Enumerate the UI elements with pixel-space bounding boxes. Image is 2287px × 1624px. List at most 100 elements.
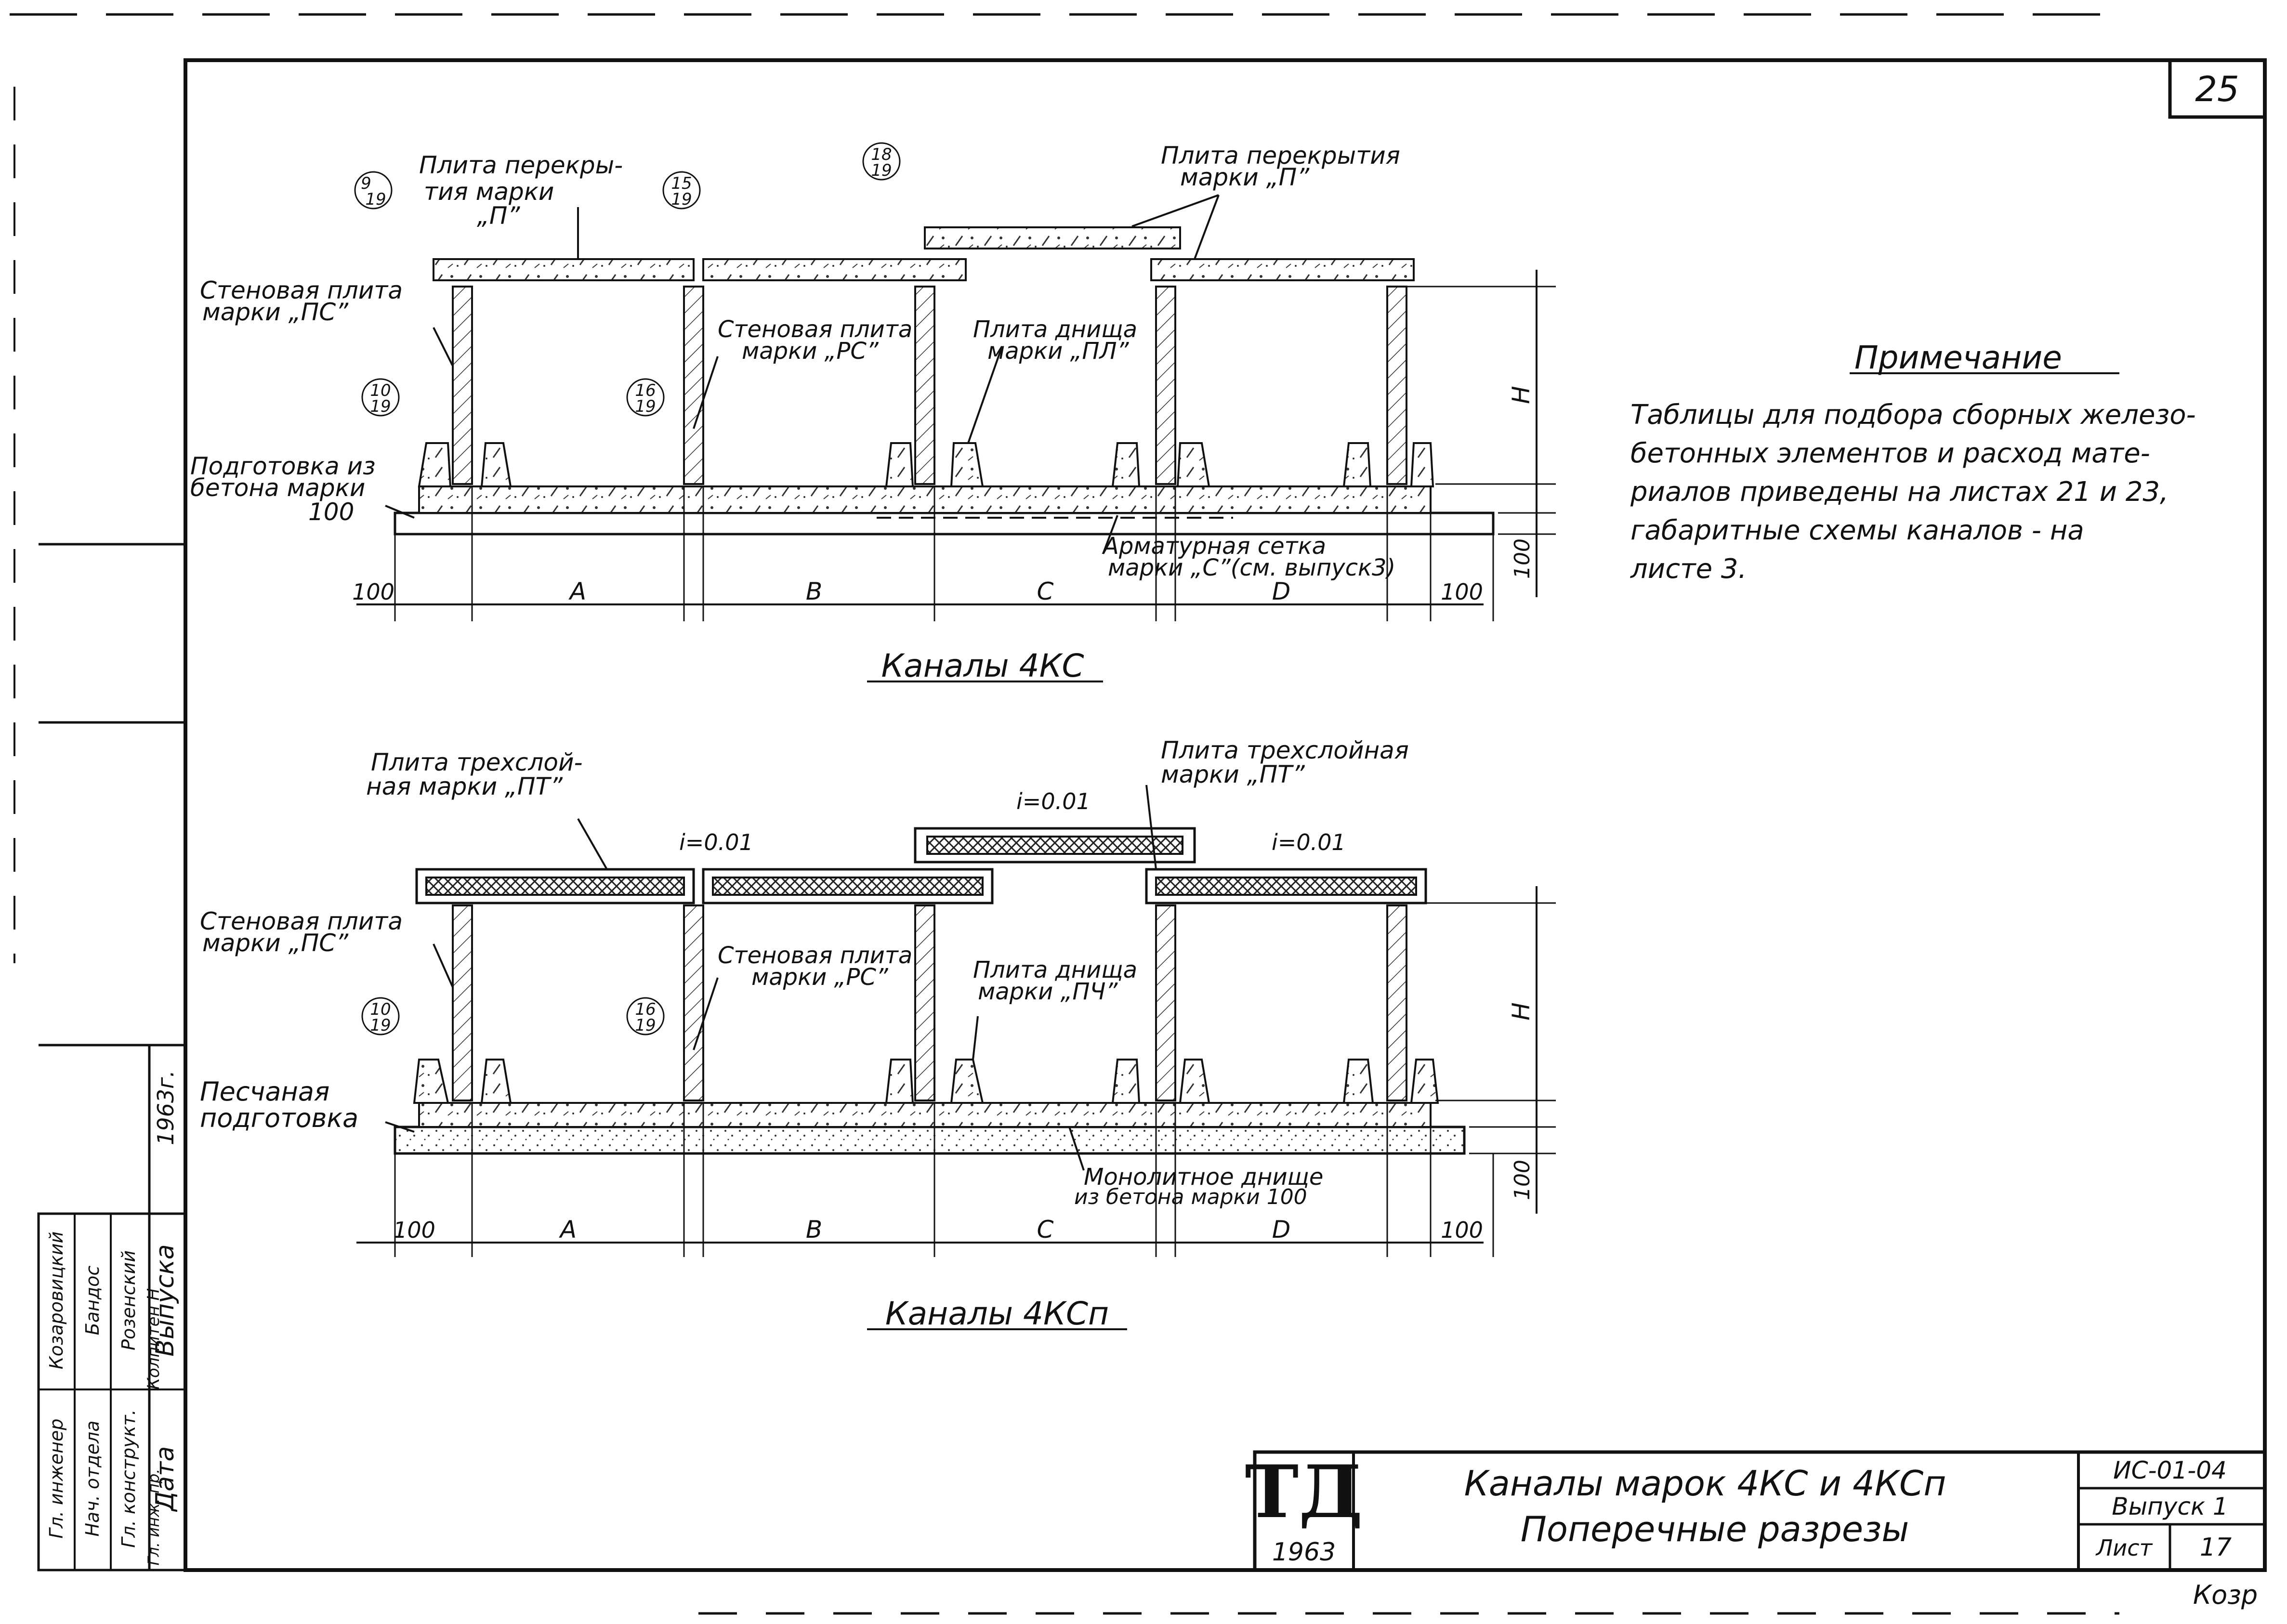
leader xyxy=(693,356,719,429)
bottom-slab-label-1: Плита днища xyxy=(973,316,1137,343)
slope-3: i=0.01 xyxy=(1272,829,1346,855)
wall-slab xyxy=(683,904,704,1101)
slope-2: i=0.01 xyxy=(1016,788,1091,814)
ref-b1-top: 10 xyxy=(370,1000,391,1019)
stamp-issue-label: Выпуска xyxy=(151,1244,180,1356)
ref-circle xyxy=(361,378,400,417)
sheet-value: 17 xyxy=(2200,1533,2232,1562)
ref-circle xyxy=(361,997,400,1035)
leader xyxy=(693,977,719,1050)
stamp-role-1: Гл. инженер xyxy=(46,1418,67,1538)
dim-edge-right: 100 xyxy=(1441,579,1483,605)
note-line-2: бетонных элементов и расход мате- xyxy=(1630,438,2150,469)
drawing-code: ИС-01-04 xyxy=(2113,1456,2227,1484)
dim-d: D xyxy=(1272,577,1291,605)
socket xyxy=(1179,1059,1210,1104)
three-layer-right-label-1: Плита трехслойная xyxy=(1161,736,1409,764)
wall-slab xyxy=(1386,904,1407,1101)
wall-rs-label-bottom-2: марки „РС” xyxy=(751,964,889,991)
socket xyxy=(1410,442,1434,487)
leader xyxy=(385,1121,415,1133)
leader xyxy=(433,943,454,988)
bottom-slab-label-2: марки „ПЛ” xyxy=(987,338,1130,365)
dim-edge-left-bottom: 100 xyxy=(393,1217,435,1243)
stamp-name-2: Бандос xyxy=(82,1266,103,1336)
ref-4-top: 10 xyxy=(370,381,391,400)
three-layer-slab xyxy=(415,868,695,904)
roof-slab xyxy=(702,258,967,281)
leader xyxy=(1131,194,1219,227)
dim-a: А xyxy=(568,577,586,605)
three-layer-slab xyxy=(1145,868,1427,904)
drawing-frame xyxy=(184,58,2267,1572)
wall-slab xyxy=(452,286,473,485)
sand-prep-label-1: Песчаная xyxy=(200,1076,329,1107)
socket xyxy=(480,442,512,487)
socket xyxy=(1342,1059,1374,1104)
leader xyxy=(385,505,415,519)
ref-circle xyxy=(862,142,901,181)
ref-4-bottom: 19 xyxy=(370,397,391,416)
wall-slab xyxy=(914,904,935,1101)
ref-1-bottom: 19 xyxy=(365,190,386,209)
note-line-4: габаритные схемы каналов - на xyxy=(1630,515,2084,546)
wall-slab xyxy=(914,286,935,485)
leader xyxy=(1145,785,1157,870)
three-layer-slab xyxy=(702,868,994,904)
dim-base: 100 xyxy=(1510,538,1535,579)
socket xyxy=(885,1059,914,1104)
note-title: Примечание xyxy=(1854,339,2062,376)
sheet-number: 25 xyxy=(2195,69,2239,109)
title-block xyxy=(1253,1450,2267,1572)
roof-slab-left-label-1: Плита перекры- xyxy=(419,151,623,179)
leader xyxy=(972,1016,979,1060)
roof-slab-right-label-1: Плита перекрытия xyxy=(1161,142,1400,170)
stamp-name-4: Колпитен Н xyxy=(144,1288,163,1389)
bottom-slab-label-bottom-1: Плита днища xyxy=(973,956,1137,983)
leader xyxy=(1194,195,1220,260)
three-layer-left-label-2: ная марки „ПТ” xyxy=(366,773,563,800)
roof-slab-left-label-3: „П” xyxy=(477,202,521,230)
socket xyxy=(1410,1059,1439,1104)
stamp-date-label: Дата xyxy=(151,1446,180,1512)
leader xyxy=(433,327,454,367)
td-logo: ТД xyxy=(1245,1450,1363,1534)
signature: Козр xyxy=(2193,1580,2258,1610)
base-prep-layer xyxy=(394,511,1495,536)
dim-h: Н xyxy=(1507,386,1535,404)
drawing-issue: Выпуск 1 xyxy=(2112,1493,2228,1520)
three-layer-right-label-2: марки „ПТ” xyxy=(1161,760,1305,788)
slope-1: i=0.01 xyxy=(679,829,753,855)
wall-rs-label-2: марки „РС” xyxy=(742,338,879,365)
base-prep-label-3: 100 xyxy=(308,498,354,526)
sheet-label: Лист xyxy=(2095,1535,2153,1561)
section-4ksp xyxy=(356,785,1556,1330)
td-logo-year: 1963 xyxy=(1272,1538,1336,1567)
socket xyxy=(1176,442,1210,487)
roof-slab xyxy=(1150,258,1415,281)
roof-slab xyxy=(924,226,1181,249)
wall-slab xyxy=(1155,286,1176,485)
ref-5-top: 16 xyxy=(635,381,656,400)
ref-circle xyxy=(626,378,665,417)
stamp-year: 1963г. xyxy=(153,1070,179,1145)
stamp-role-3: Гл. конструкт. xyxy=(118,1409,139,1547)
monolith-label-1: Монолитное днище xyxy=(1084,1164,1323,1191)
dim-c-bottom: С xyxy=(1037,1216,1054,1244)
section-title-4ksp: Каналы 4КСп xyxy=(885,1295,1109,1332)
dim-c: С xyxy=(1037,577,1054,605)
section-title-4ks: Каналы 4КС xyxy=(881,647,1084,684)
ref-2-bottom: 19 xyxy=(671,190,692,209)
ref-5-bottom: 19 xyxy=(635,397,656,416)
socket xyxy=(418,442,452,487)
wall-slab xyxy=(1155,904,1176,1101)
dim-edge-left: 100 xyxy=(352,579,394,605)
three-layer-slab xyxy=(914,827,1196,864)
leader xyxy=(1068,1126,1085,1171)
ref-3-bottom: 19 xyxy=(871,161,892,180)
sheet-number-box xyxy=(2168,58,2267,119)
socket xyxy=(950,442,984,487)
wall-ps-label-1: Стеновая плита xyxy=(200,276,403,304)
